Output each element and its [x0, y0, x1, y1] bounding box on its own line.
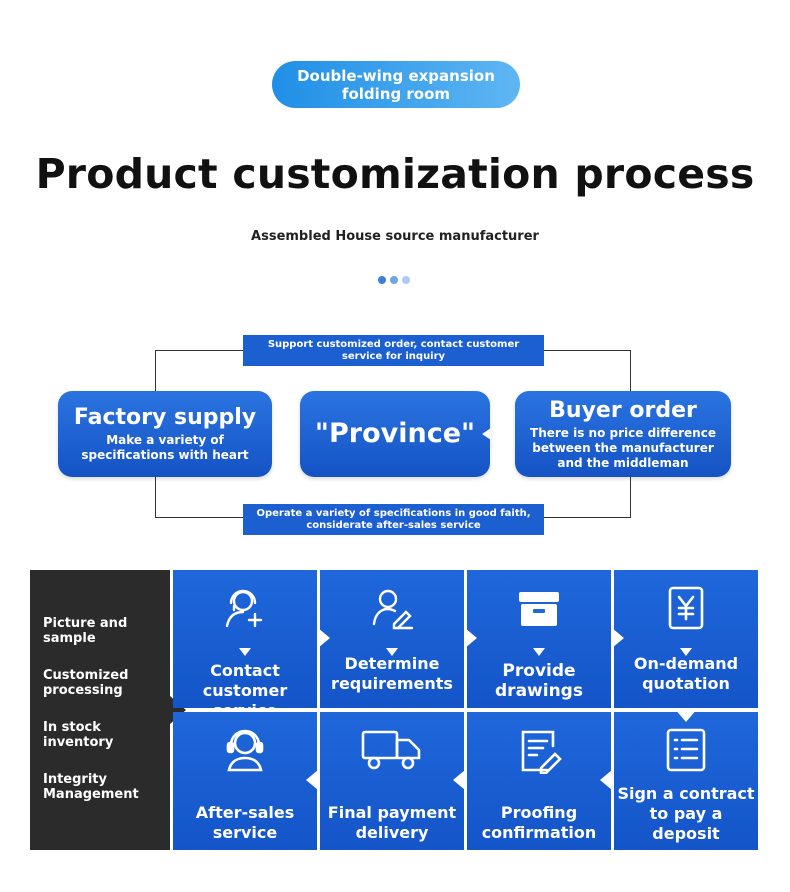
step-determine-requirements: Determine requirements: [320, 570, 464, 708]
top-banner: Support customized order, contact custom…: [243, 335, 544, 366]
headset-user-icon: [225, 589, 263, 628]
pill-label: Double-wing expansion folding room: [297, 66, 495, 103]
buyer-order-subtitle: There is no price difference between the…: [530, 425, 716, 470]
step-label: On-demand quotation: [633, 654, 739, 693]
arrow-left-icon: [482, 428, 491, 440]
sidebar-item-picture-sample: Picture and sample: [43, 616, 128, 646]
step-label: Final payment delivery: [327, 803, 457, 842]
user-edit-icon: [372, 589, 414, 630]
step-final-payment-delivery: Final payment delivery: [320, 712, 464, 850]
page-subtitle: Assembled House source manufacturer: [251, 229, 539, 244]
bottom-banner-text: Operate a variety of specifications in g…: [256, 507, 531, 531]
flow-left-arrow-icon: [453, 770, 465, 790]
contract-list-icon: [666, 728, 706, 772]
step-provide-drawings: Provide drawings: [467, 570, 611, 708]
services-sidebar: Picture and sample Customized processing…: [30, 570, 170, 850]
dot-2: [390, 276, 398, 284]
down-arrow-icon: [533, 648, 545, 656]
step-contact-customer-service: Contact customer service: [173, 570, 317, 720]
step-proofing-confirmation: Proofing confirmation: [467, 712, 611, 850]
dot-3: [402, 276, 410, 284]
sidebar-item-integrity: Integrity Management: [43, 772, 139, 802]
document-pen-icon: [521, 730, 562, 774]
flow-right-arrow-icon: [318, 628, 330, 648]
flow-down-arrow-icon: [674, 708, 698, 722]
page-title: Product customization process: [35, 150, 755, 198]
delivery-truck-icon: [361, 730, 421, 770]
step-label: Contact customer service: [202, 661, 288, 720]
flow-left-arrow-icon: [306, 770, 318, 790]
down-arrow-icon: [386, 648, 398, 656]
down-arrow-icon: [239, 648, 251, 656]
arrow-left-icon: [505, 428, 514, 440]
factory-supply-subtitle: Make a variety of specifications with he…: [81, 433, 249, 462]
bottom-banner: Operate a variety of specifications in g…: [243, 504, 544, 535]
sidebar-item-in-stock: In stock inventory: [43, 720, 114, 750]
archive-box-icon: [519, 592, 559, 626]
yen-document-icon: [668, 586, 704, 630]
down-arrow-icon: [680, 648, 692, 656]
buyer-order-node: Buyer order There is no price difference…: [515, 391, 731, 477]
buyer-order-title: Buyer order: [549, 397, 697, 423]
step-after-sales-service: After-sales service: [173, 712, 317, 850]
flow-right-arrow-icon: [465, 628, 477, 648]
step-label: Provide drawings: [495, 661, 583, 701]
step-label: Proofing confirmation: [481, 803, 597, 842]
flow-right-arrow-icon: [612, 628, 624, 648]
arrow-right-icon: [274, 428, 283, 440]
factory-supply-node: Factory supply Make a variety of specifi…: [58, 391, 272, 477]
flow-left-arrow-icon: [600, 770, 612, 790]
province-node: "Province": [300, 391, 490, 477]
factory-supply-title: Factory supply: [73, 405, 257, 430]
province-title: "Province": [314, 418, 476, 449]
step-on-demand-quotation: On-demand quotation: [614, 570, 758, 708]
dot-1: [378, 276, 386, 284]
step-label: Determine requirements: [331, 654, 453, 693]
headset-support-icon: [226, 729, 264, 772]
step-label: Sign a contract to pay a deposit: [617, 784, 755, 843]
decorative-dots: [378, 276, 410, 284]
product-pill: Double-wing expansion folding room: [272, 61, 520, 108]
step-label: After-sales service: [195, 803, 295, 842]
sidebar-item-customized-processing: Customized processing: [43, 668, 129, 698]
step-sign-contract: Sign a contract to pay a deposit: [614, 712, 758, 850]
top-banner-text: Support customized order, contact custom…: [267, 338, 520, 362]
